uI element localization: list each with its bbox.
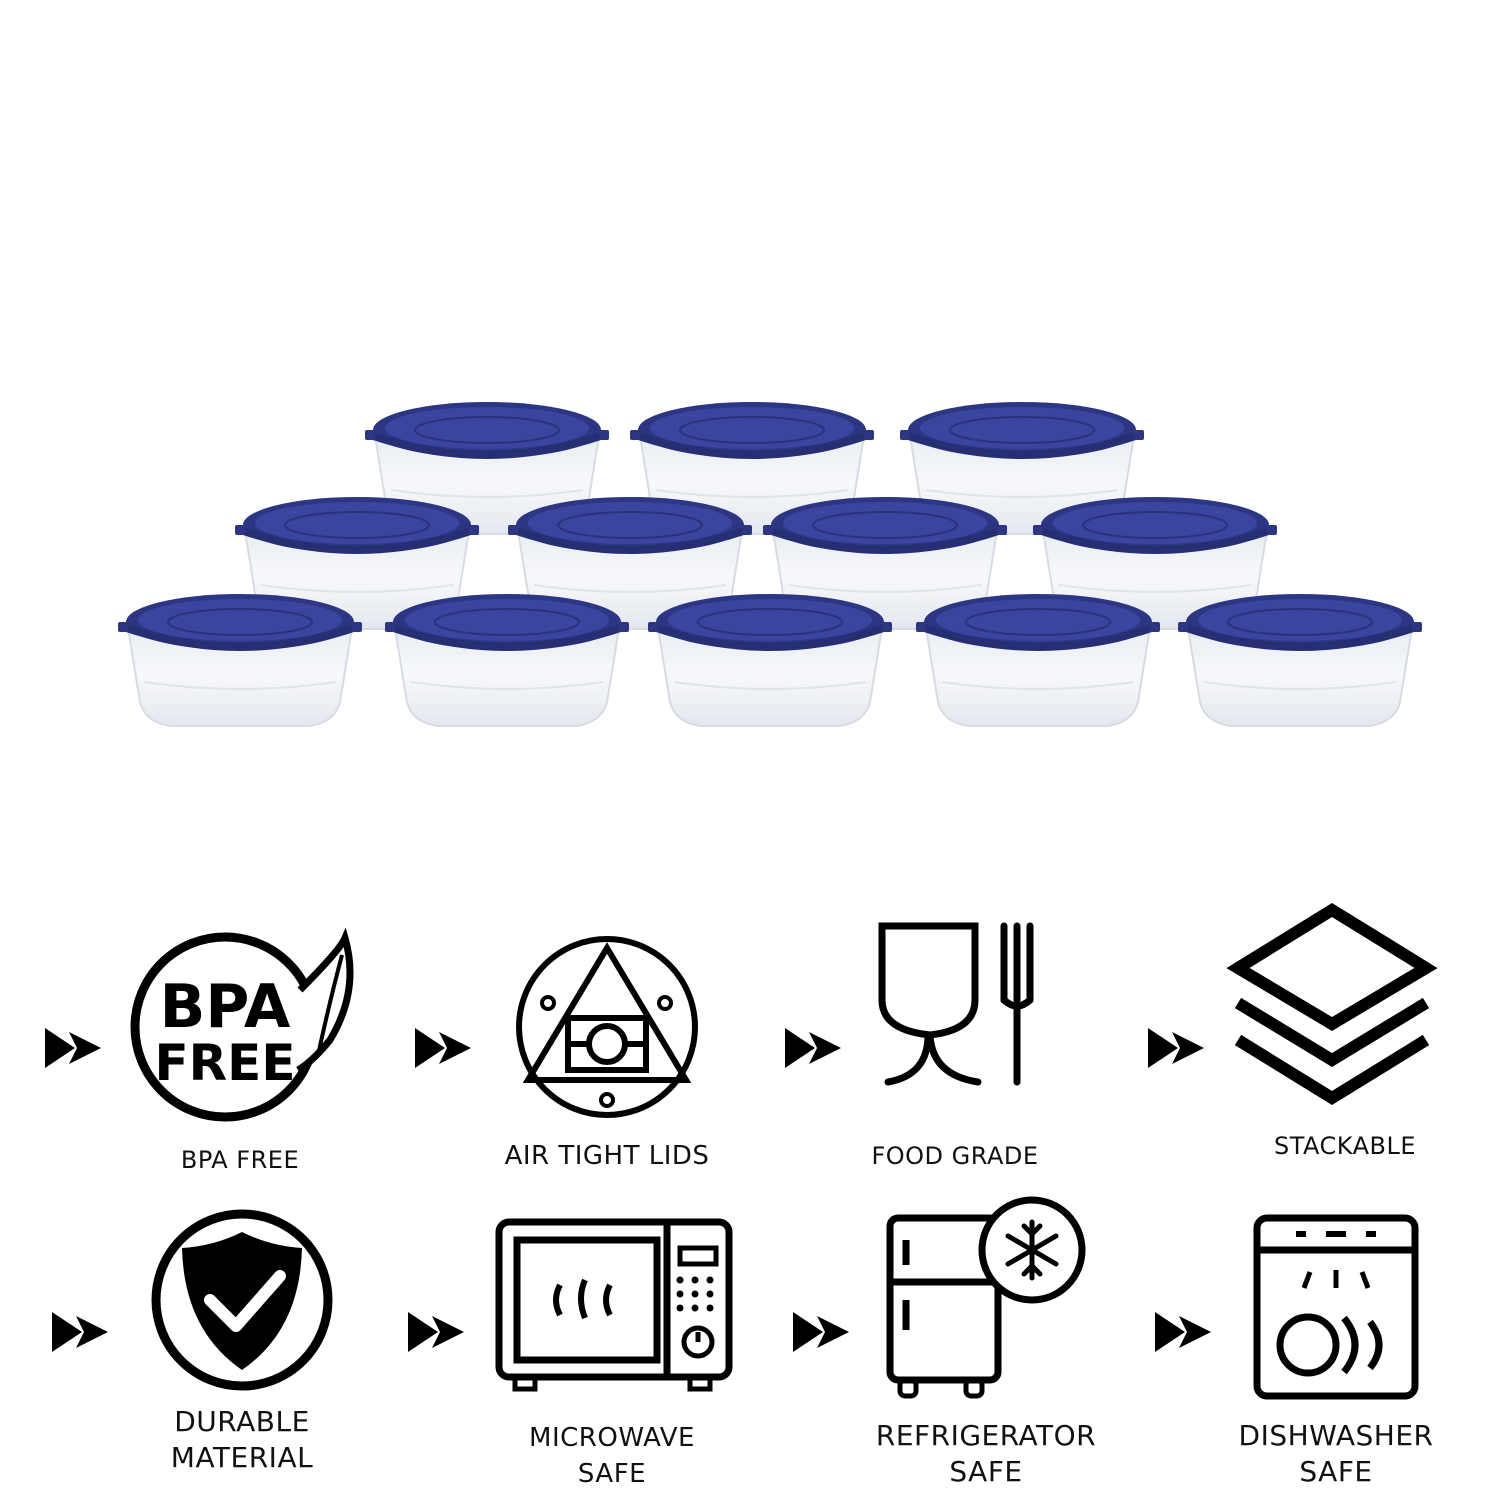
label-line: SAFE [949,1455,1023,1488]
container [117,593,363,727]
label-line: FOOD GRADE [871,1142,1039,1170]
feature-label-food-grade: FOOD GRADE [840,1138,1070,1174]
double-arrow-icon [1148,1028,1204,1068]
stack-layers-icon [1226,902,1438,1106]
label-line: MATERIAL [170,1441,314,1474]
container [1177,593,1423,727]
label-line: REFRIGERATOR [875,1419,1097,1452]
container [647,593,893,727]
wine-glass-fork-icon [878,922,1034,1086]
bpa-badge-line-1: BPA [160,972,291,1042]
container-stack [117,401,1423,727]
label-line: SAFE [577,1459,647,1489]
double-arrow-icon [45,1028,101,1068]
double-arrow-icon [408,1312,464,1352]
label-line: DISHWASHER [1238,1419,1434,1452]
feature-label-stackable: STACKABLE [1240,1128,1450,1164]
feature-label-bpa-free: BPA FREE [130,1142,350,1178]
shield-check-icon [151,1209,333,1391]
label-line: AIR TIGHT LIDS [504,1141,710,1171]
label-line: SAFE [1299,1455,1373,1488]
container [384,593,630,727]
double-arrow-icon [1155,1312,1211,1352]
label-line: STACKABLE [1273,1132,1417,1160]
feature-label-refrigerator-safe: REFRIGERATOR SAFE [846,1418,1126,1490]
dishwasher-icon [1253,1214,1419,1400]
refrigerator-snowflake-icon [886,1196,1086,1399]
label-line: MICROWAVE [529,1423,695,1453]
double-arrow-icon [793,1312,849,1352]
bpa-badge-line-2: FREE [155,1034,296,1092]
microwave-icon [495,1218,733,1392]
feature-label-microwave-safe: MICROWAVE SAFE [500,1420,724,1492]
feature-label-air-tight-lids: AIR TIGHT LIDS [470,1138,744,1174]
double-arrow-icon [785,1028,841,1068]
label-line: DURABLE [174,1405,310,1438]
double-arrow-icon [52,1312,108,1352]
feature-label-durable-material: DURABLE MATERIAL [130,1404,354,1476]
label-line: BPA FREE [180,1146,300,1174]
container [915,593,1161,727]
microwave-keypad [676,1276,714,1312]
double-arrow-icon [415,1028,471,1068]
air-tight-lid-icon [516,936,698,1118]
bpa-free-leaf-icon [130,927,354,1122]
feature-label-dishwasher-safe: DISHWASHER SAFE [1210,1418,1462,1490]
